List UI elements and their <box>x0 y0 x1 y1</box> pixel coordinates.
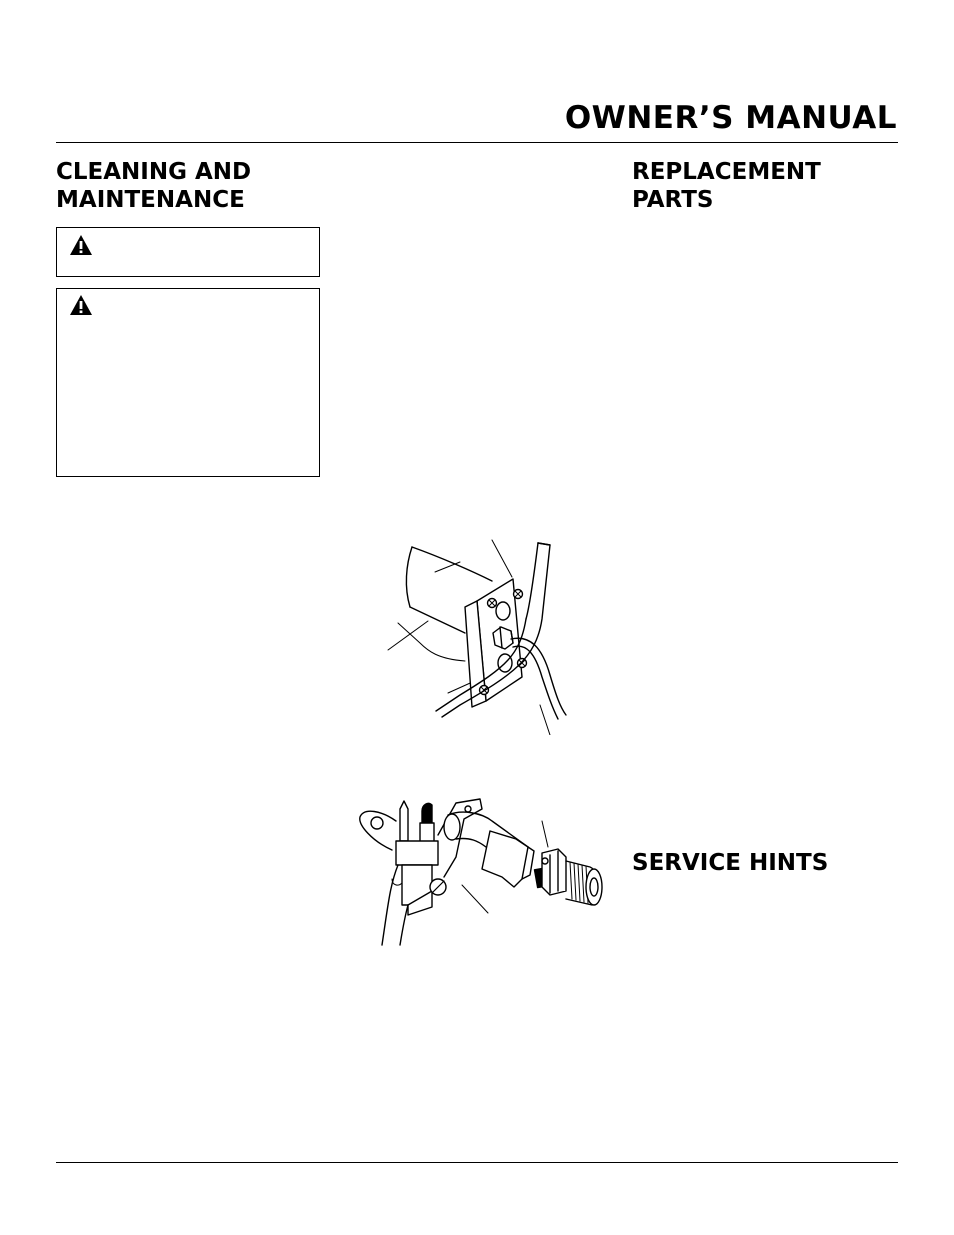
service-hints-heading: SERVICE HINTS <box>632 850 829 876</box>
warning-triangle-icon <box>70 235 92 255</box>
replacement-parts-heading: REPLACEMENT PARTS <box>632 158 821 214</box>
cleaning-maintenance-heading: CLEANING AND MAINTENANCE <box>56 158 251 214</box>
cleaning-heading-line1: CLEANING AND <box>56 159 252 185</box>
warning-triangle-icon <box>70 295 92 315</box>
pilot-assembly-illustration <box>359 798 603 946</box>
replacement-heading-line2: PARTS <box>632 187 714 213</box>
header-rule <box>56 142 898 143</box>
burner-mounting-illustration <box>387 539 567 735</box>
warning-box-1 <box>56 227 320 277</box>
page-title: OWNER’S MANUAL <box>564 100 897 136</box>
cleaning-heading-line2: MAINTENANCE <box>56 187 245 213</box>
footer-rule <box>56 1162 898 1163</box>
warning-box-2 <box>56 288 320 477</box>
replacement-heading-line1: REPLACEMENT <box>632 159 821 185</box>
